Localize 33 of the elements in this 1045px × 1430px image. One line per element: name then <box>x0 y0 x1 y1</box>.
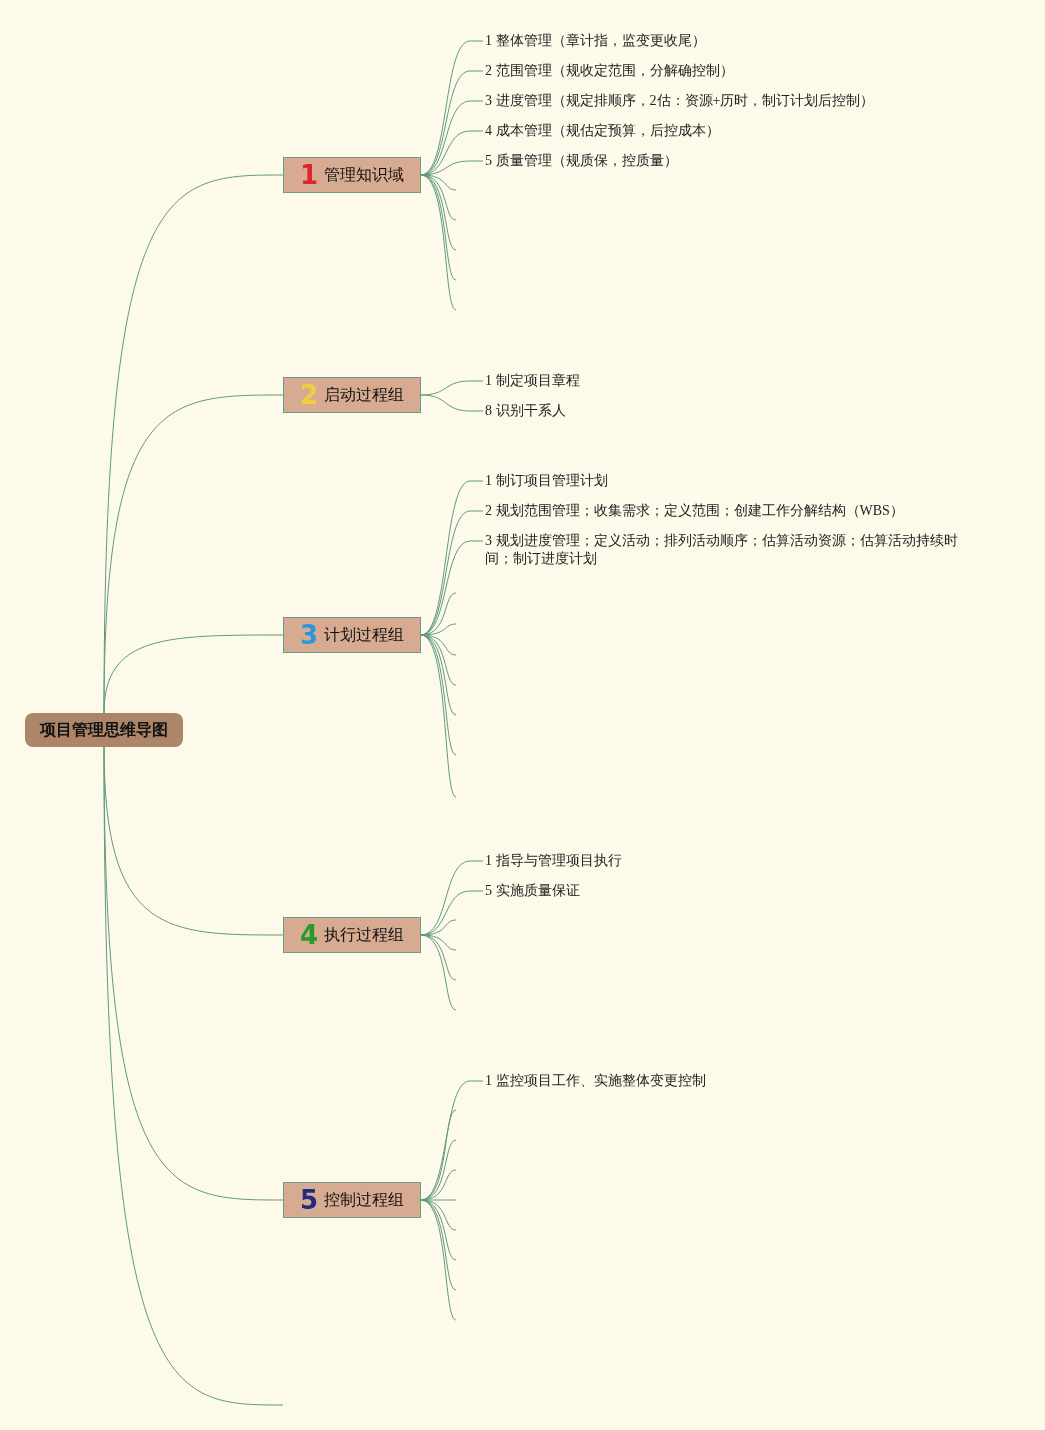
subtopic-text: 5 质量管理（规质保，控质量） <box>483 152 990 170</box>
subtopic-text: 2 范围管理（规收定范围，分解确控制） <box>483 62 990 80</box>
subtopic-text: 8 识别干系人 <box>483 402 770 420</box>
topic-box <box>283 157 421 193</box>
subtopic-text: 1 监控项目工作、实施整体变更控制 <box>483 1072 870 1090</box>
topic-label: 启动过程组 <box>324 384 405 406</box>
topic-label: 管理知识域 <box>324 164 405 186</box>
branch-line <box>103 746 284 1406</box>
topic-box <box>283 377 421 413</box>
branch-line <box>103 634 284 714</box>
topic-box <box>283 917 421 953</box>
subtopic-text: 4 成本管理（规估定预算，后控成本） <box>483 122 990 140</box>
topic-box <box>283 617 421 653</box>
topic-label: 执行过程组 <box>324 924 405 946</box>
topic-box <box>283 1182 421 1218</box>
priority-number: 2 <box>299 382 319 408</box>
central-topic: 项目管理思维导图 <box>25 713 183 747</box>
branch-line <box>420 934 457 1011</box>
subtopic-text: 1 制订项目管理计划 <box>483 472 970 490</box>
priority-number: 3 <box>299 622 319 648</box>
subtopic-text: 5 实施质量保证 <box>483 882 770 900</box>
priority-number: 1 <box>299 162 319 188</box>
priority-number: 4 <box>299 922 319 948</box>
subtopic-text: 3 规划进度管理；定义活动；排列活动顺序；估算活动资源；估算活动持续时间；制订进度计划 <box>483 532 965 568</box>
subtopic-text: 2 规划范围管理；收集需求；定义范围；创建工作分解结构（WBS） <box>483 502 970 520</box>
subtopic-text: 3 进度管理（规定排顺序，2估：资源+历时，制订计划后控制） <box>483 92 990 110</box>
topic-label: 计划过程组 <box>324 624 405 646</box>
subtopic-text: 1 制定项目章程 <box>483 372 770 390</box>
subtopic-text: 1 指导与管理项目执行 <box>483 852 770 870</box>
priority-number: 5 <box>299 1187 319 1213</box>
topic-label: 控制过程组 <box>324 1189 405 1211</box>
subtopic-text: 1 整体管理（章计指，监变更收尾） <box>483 32 990 50</box>
branch-line <box>420 394 484 412</box>
